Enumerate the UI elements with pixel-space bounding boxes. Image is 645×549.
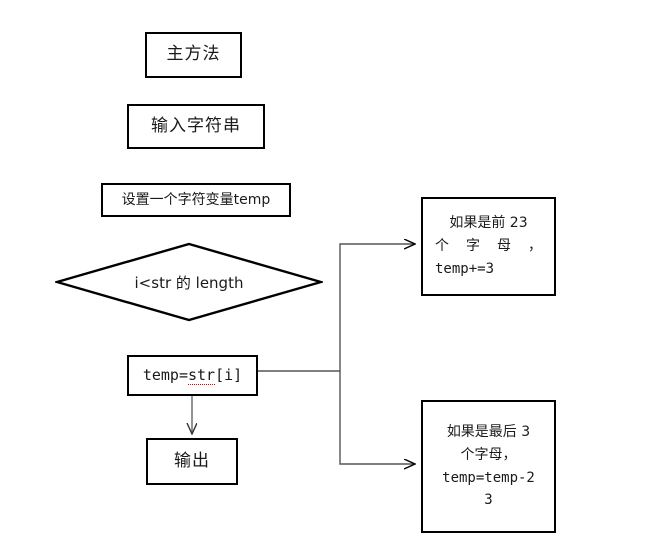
node-assign-temp-identifier: str	[187, 365, 216, 385]
node-branch-last3-line-1: 如果是最后 3	[446, 423, 531, 440]
node-loop-condition-label: i<str 的 length	[134, 273, 244, 292]
node-branch-first23[interactable]: 如果是前 23 个 字 母 ， temp+=3	[421, 197, 556, 296]
node-assign-temp[interactable]: temp=str[i]	[127, 355, 258, 396]
node-branch-last3-line-4: 3	[484, 492, 493, 509]
node-declare-temp-label: 设置一个字符变量temp	[121, 191, 271, 208]
node-branch-last3[interactable]: 如果是最后 3 个字母， temp=temp-2 3	[421, 400, 556, 533]
node-input-string[interactable]: 输入字符串	[127, 104, 265, 149]
node-branch-last3-line-2: 个字母，	[460, 446, 517, 463]
node-main-method[interactable]: 主方法	[145, 32, 242, 78]
diamond-shape	[55, 242, 323, 322]
node-branch-first23-line-1: 如果是前 23	[449, 215, 528, 232]
node-assign-temp-text: temp=str[i]	[142, 365, 243, 385]
connector-assign-temp-to-branch-last3	[339, 371, 414, 464]
node-branch-first23-line-2: 个 字 母 ，	[435, 238, 542, 255]
node-branch-last3-line-3: temp=temp-2	[442, 469, 535, 486]
node-input-string-label: 输入字符串	[151, 115, 241, 136]
node-assign-temp-prefix: temp=	[142, 365, 188, 384]
node-branch-first23-line-3: temp+=3	[435, 260, 495, 277]
node-main-method-label: 主方法	[166, 44, 221, 65]
node-assign-temp-suffix: [i]	[215, 365, 243, 384]
node-output[interactable]: 输出	[146, 438, 238, 485]
node-output-label: 输出	[174, 450, 210, 471]
node-loop-condition[interactable]: i<str 的 length	[55, 242, 323, 322]
node-declare-temp[interactable]: 设置一个字符变量temp	[101, 183, 291, 217]
